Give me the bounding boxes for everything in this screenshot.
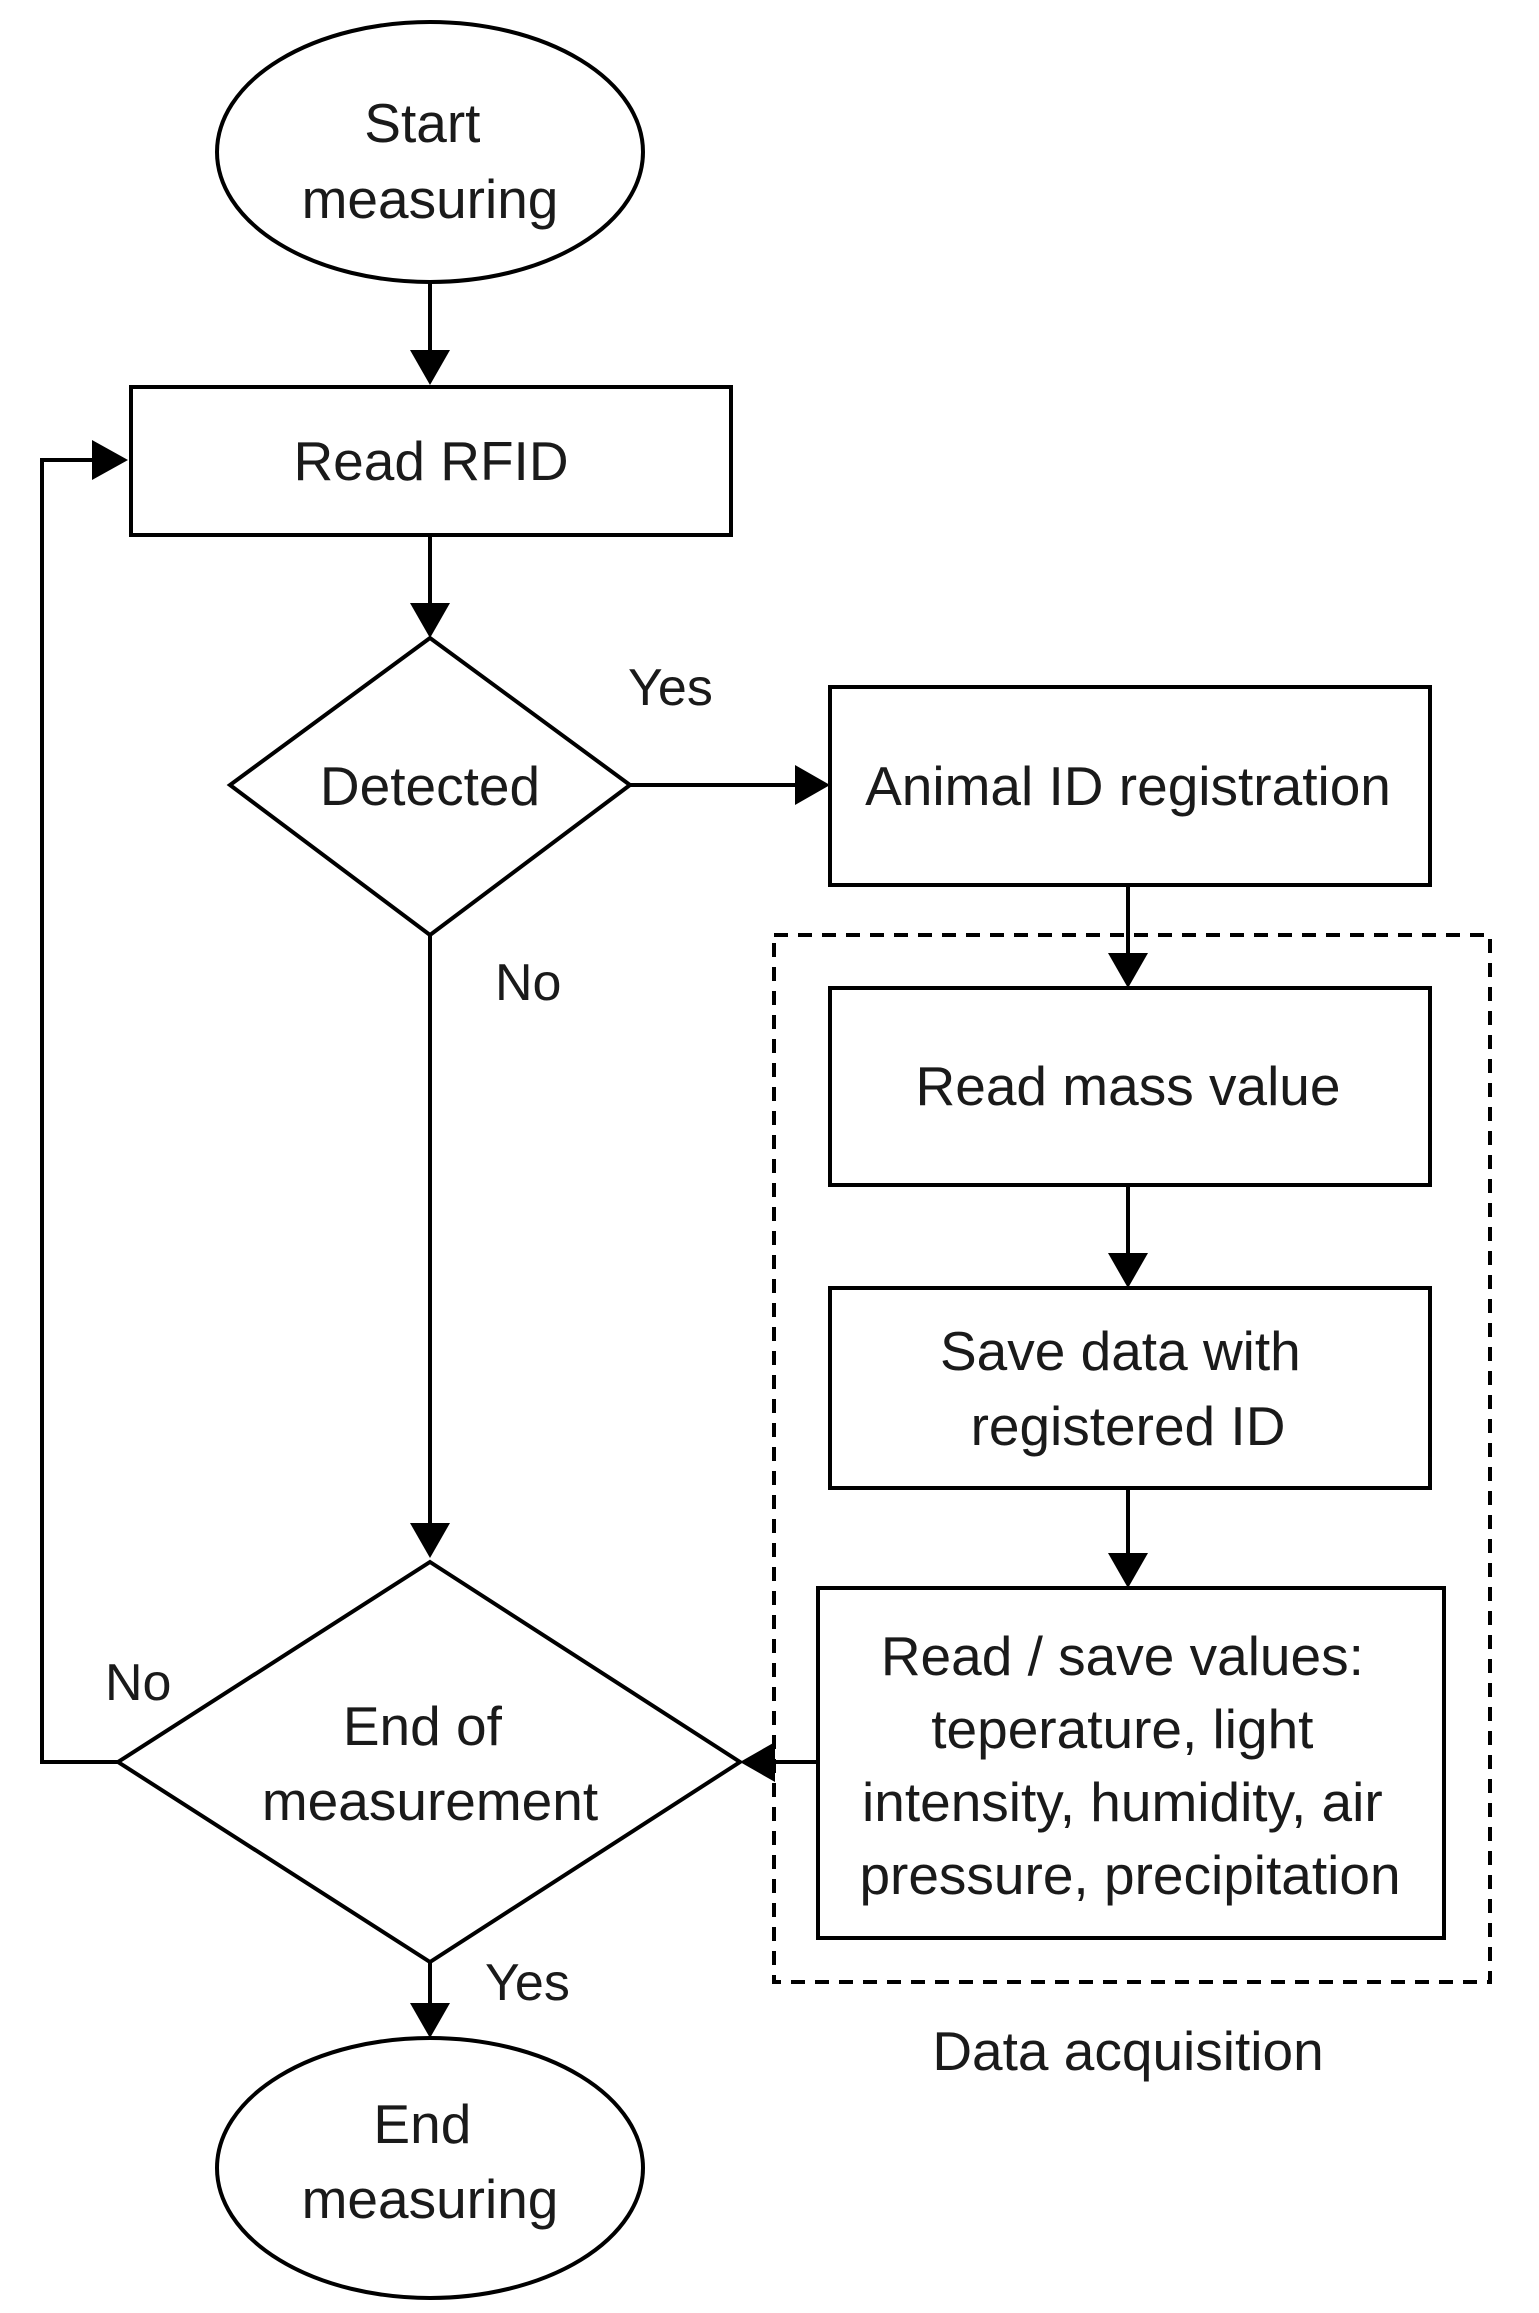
arrow-read-mass-to-save-data [1108, 1253, 1148, 1288]
detected-decision [226, 635, 634, 938]
detected-yes-label: Yes [628, 659, 713, 717]
arrow-start-to-read-rfid [410, 350, 450, 385]
arrow-end-of-measurement-to-end [410, 2003, 450, 2038]
end-node-label: End measuring [302, 2093, 559, 2230]
end-of-measurement-decision [114, 1559, 744, 1965]
read-save-values-label: Read / save values: teperature, light in… [859, 1625, 1400, 1906]
detected-label: Detected [320, 755, 540, 817]
data-acquisition-label: Data acquisition [932, 2020, 1323, 2082]
start-node [215, 20, 645, 284]
save-data-label: Save data with registered ID [940, 1320, 1316, 1457]
read-rfid-label: Read RFID [293, 430, 568, 492]
read-mass-value-node [828, 986, 1432, 1187]
detected-no-label: No [495, 954, 561, 1012]
read-mass-value-label: Read mass value [916, 1055, 1341, 1117]
end-node-line-1: End [373, 2093, 471, 2155]
edge-end-of-measurement-loop-to-read-rfid [40, 458, 118, 1764]
arrow-save-data-to-read-save-values [1108, 1553, 1148, 1588]
read-save-values-line-2: teperature, light [931, 1698, 1313, 1760]
data-acquisition-group [772, 933, 1492, 1984]
end-of-measurement-label: End of measurement [262, 1695, 598, 1832]
arrow-detected-to-animal-id [795, 765, 830, 805]
save-data-node [828, 1286, 1432, 1490]
end-node [215, 2036, 645, 2300]
arrow-read-save-values-to-end-of-measurement [740, 1742, 775, 1782]
read-save-values-line-4: pressure, precipitation [859, 1844, 1400, 1906]
end-no-label: No [105, 1654, 171, 1712]
read-save-values-line-3: intensity, humidity, air [862, 1771, 1383, 1833]
read-rfid-node [129, 385, 733, 537]
read-save-values-line-1: Read / save values: [881, 1625, 1364, 1687]
save-data-line-1: Save data with [940, 1320, 1301, 1382]
read-save-values-node [816, 1586, 1446, 1940]
end-yes-label: Yes [485, 1954, 570, 2012]
start-node-line-1: Start [364, 92, 480, 154]
animal-id-registration-node [828, 685, 1432, 887]
animal-id-registration-label: Animal ID registration [865, 755, 1391, 817]
end-of-measurement-line-2: measurement [262, 1770, 598, 1832]
arrow-animal-id-to-read-mass [1108, 953, 1148, 988]
start-node-label: Start measuring [302, 92, 559, 230]
save-data-line-2: registered ID [971, 1395, 1286, 1457]
arrow-detected-to-end-of-measurement [410, 1523, 450, 1558]
arrow-loop-to-read-rfid [92, 440, 128, 480]
end-of-measurement-line-1: End of [343, 1695, 503, 1757]
start-node-line-2: measuring [302, 168, 559, 230]
arrow-read-rfid-to-detected [410, 603, 450, 638]
end-node-line-2: measuring [302, 2168, 559, 2230]
